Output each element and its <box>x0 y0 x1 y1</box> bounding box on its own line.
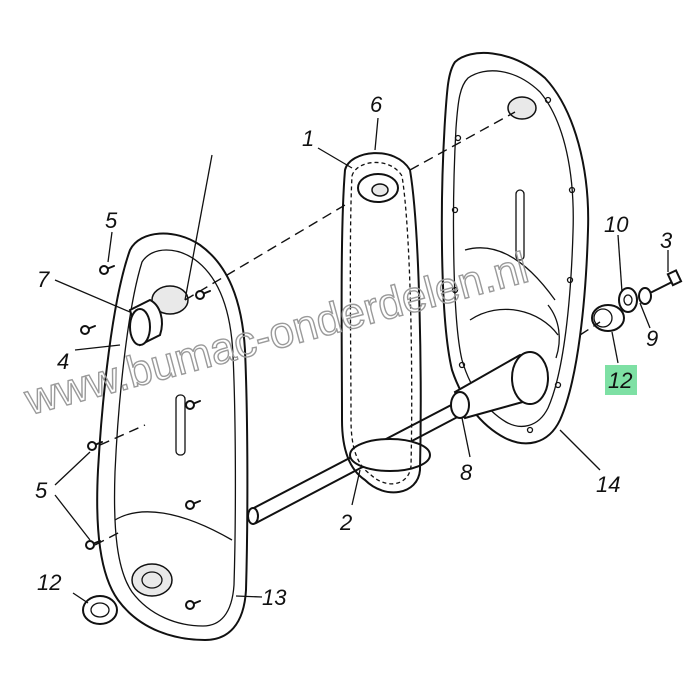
leader-lines <box>54 117 669 604</box>
callout-1: 1 <box>302 126 314 151</box>
callout-12-highlight <box>605 365 637 395</box>
callout-5-left: 5 <box>35 478 48 503</box>
callout-5-top: 5 <box>105 208 118 233</box>
callout-2: 2 <box>339 510 352 535</box>
assembly-lines <box>94 111 601 546</box>
callout-12-lower: 12 <box>37 570 61 595</box>
drive-chain <box>340 152 422 494</box>
callout-7: 7 <box>37 267 50 292</box>
left-gearcase-cover <box>96 154 249 642</box>
callout-8: 8 <box>460 460 473 485</box>
callout-12-highlighted: 12 <box>608 368 632 393</box>
callout-14: 14 <box>596 472 620 497</box>
callout-10: 10 <box>604 212 629 237</box>
sprocket-12-lower <box>82 595 118 625</box>
washer-10 <box>618 287 638 313</box>
callout-labels: 1 6 5 7 4 5 10 3 9 12 8 14 2 12 13 <box>35 92 673 610</box>
callout-9: 9 <box>646 326 658 351</box>
callout-3: 3 <box>660 228 673 253</box>
axle-shaft <box>247 351 549 525</box>
right-gearcase-cover <box>440 52 590 445</box>
callout-6: 6 <box>370 92 383 117</box>
sprocket-12-upper <box>591 304 625 332</box>
bolt-3 <box>651 269 683 293</box>
screw-5 <box>80 265 211 610</box>
washer-9 <box>638 287 652 305</box>
callout-13: 13 <box>262 585 287 610</box>
callout-4: 4 <box>57 349 69 374</box>
